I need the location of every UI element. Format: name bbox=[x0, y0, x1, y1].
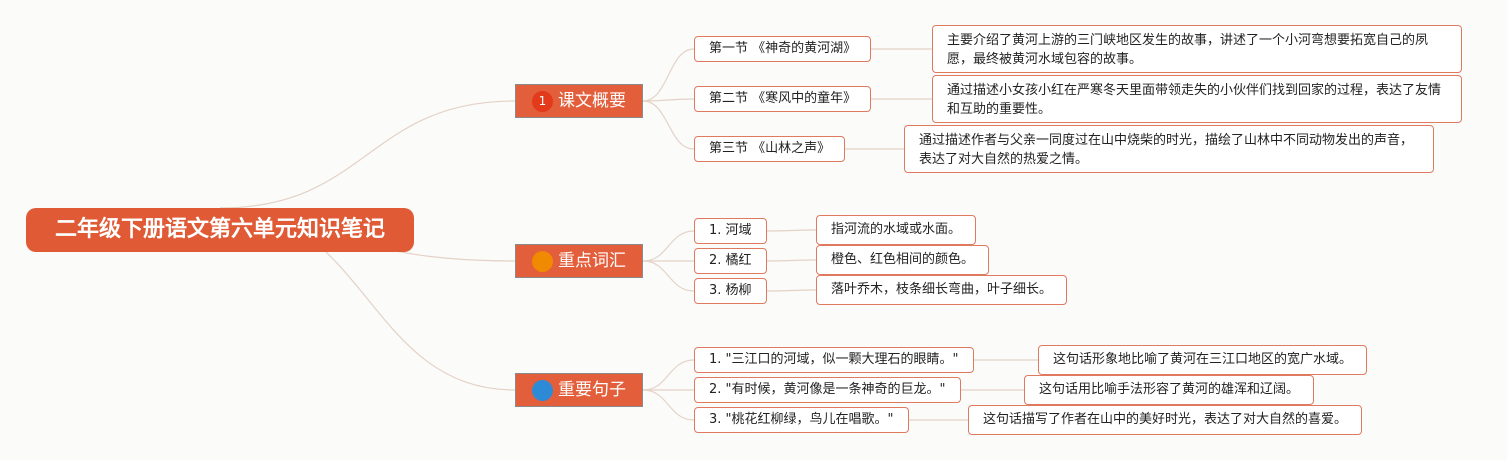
branch-lesson-summary[interactable]: 1 课文概要 bbox=[515, 84, 643, 118]
link-branch-subtopic bbox=[642, 260, 695, 292]
link-branch-subtopic bbox=[642, 48, 695, 102]
note-lesson-2[interactable]: 通过描述小女孩小红在严寒冬天里面带领走失的小伙伴们找到回家的过程，表达了友情和互… bbox=[932, 75, 1462, 123]
note-sentence-1[interactable]: 这句话形象地比喻了黄河在三江口地区的宽广水域。 bbox=[1038, 345, 1368, 375]
link-branch-subtopic bbox=[642, 359, 695, 391]
badge-2-icon bbox=[532, 250, 553, 272]
branch-label: 重点词汇 bbox=[558, 251, 626, 271]
note-word-2[interactable]: 橙色、红色相间的颜色。 bbox=[816, 245, 990, 275]
badge-3-icon bbox=[532, 379, 553, 401]
branch-label: 重要句子 bbox=[558, 380, 626, 400]
branch-key-vocabulary[interactable]: 重点词汇 bbox=[515, 244, 643, 278]
link-branch-subtopic bbox=[642, 98, 695, 102]
link-branch-subtopic bbox=[642, 230, 695, 262]
link-subtopic-note bbox=[766, 259, 817, 262]
subtopic-word-3[interactable]: 3. 杨柳 bbox=[694, 278, 767, 304]
subtopic-sentence-1[interactable]: 1. "三江口的河域，似一颗大理石的眼睛。" bbox=[694, 347, 974, 373]
subtopic-sentence-3[interactable]: 3. "桃花红柳绿，鸟儿在唱歌。" bbox=[694, 407, 909, 433]
badge-1-icon: 1 bbox=[532, 90, 553, 112]
link-subtopic-note bbox=[766, 289, 817, 292]
note-sentence-3[interactable]: 这句话描写了作者在山中的美好时光，表达了对大自然的喜爱。 bbox=[968, 405, 1363, 435]
branch-label: 课文概要 bbox=[558, 91, 626, 111]
link-subtopic-note bbox=[766, 229, 817, 232]
subtopic-word-2[interactable]: 2. 橘红 bbox=[694, 248, 767, 274]
note-word-3[interactable]: 落叶乔木，枝条细长弯曲，叶子细长。 bbox=[816, 275, 1068, 305]
subtopic-word-1[interactable]: 1. 河域 bbox=[694, 218, 767, 244]
subtopic-sentence-2[interactable]: 2. "有时候，黄河像是一条神奇的巨龙。" bbox=[694, 377, 961, 403]
root-title[interactable]: 二年级下册语文第六单元知识笔记 bbox=[26, 208, 414, 252]
link-branch-subtopic bbox=[642, 389, 695, 421]
subtopic-lesson-1[interactable]: 第一节 《神奇的黄河湖》 bbox=[694, 36, 872, 62]
subtopic-lesson-2[interactable]: 第二节 《寒风中的童年》 bbox=[694, 86, 872, 112]
note-lesson-3[interactable]: 通过描述作者与父亲一同度过在山中烧柴的时光，描绘了山林中不同动物发出的声音，表达… bbox=[904, 125, 1434, 173]
note-lesson-1[interactable]: 主要介绍了黄河上游的三门峡地区发生的故事，讲述了一个小河弯想要拓宽自己的夙愿，最… bbox=[932, 25, 1462, 73]
note-word-1[interactable]: 指河流的水域或水面。 bbox=[816, 215, 977, 245]
link-branch-subtopic bbox=[642, 100, 695, 150]
link-root-branch bbox=[219, 100, 516, 209]
subtopic-lesson-3[interactable]: 第三节 《山林之声》 bbox=[694, 136, 846, 162]
branch-key-sentences[interactable]: 重要句子 bbox=[515, 373, 643, 407]
note-sentence-2[interactable]: 这句话用比喻手法形容了黄河的雄浑和辽阔。 bbox=[1024, 375, 1315, 405]
